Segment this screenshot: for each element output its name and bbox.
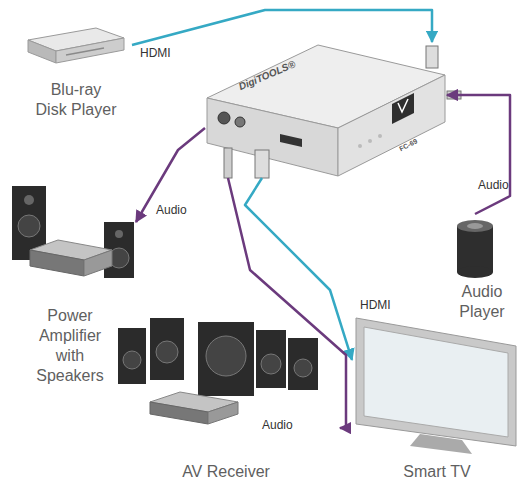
receiver-side bbox=[208, 402, 238, 424]
player-front bbox=[56, 38, 124, 63]
speaker bbox=[150, 318, 184, 380]
player-side bbox=[28, 40, 56, 63]
player-base bbox=[457, 266, 493, 278]
audio-plug bbox=[224, 148, 232, 178]
cable-label: Audio bbox=[156, 203, 187, 217]
receiver-front bbox=[150, 402, 208, 424]
device-node: Audio Player bbox=[440, 214, 524, 322]
device-node: AV Receiver bbox=[112, 312, 340, 482]
tweeter bbox=[115, 230, 123, 238]
cable-label: Audio bbox=[478, 178, 509, 192]
speaker bbox=[288, 338, 318, 390]
cable-label: Audio bbox=[262, 418, 293, 432]
logo-mark bbox=[398, 99, 408, 112]
woofer bbox=[18, 215, 40, 237]
kramer-logo bbox=[392, 93, 414, 124]
woofer bbox=[123, 351, 141, 369]
device-label: AV Receiver bbox=[126, 462, 326, 482]
device-node: Power Amplifier with Speakers bbox=[4, 180, 136, 386]
device-node: Blu-ray Disk Player bbox=[20, 24, 132, 120]
woofer bbox=[294, 359, 312, 377]
woofer bbox=[206, 336, 246, 376]
player-body bbox=[457, 226, 493, 272]
tv-frame bbox=[356, 318, 516, 446]
converter-node: DigiTOOLS® FC-69 bbox=[205, 42, 447, 178]
power-amplifier bbox=[12, 186, 134, 278]
amp-front bbox=[30, 250, 84, 276]
woofer bbox=[261, 354, 281, 374]
audio-jack bbox=[235, 117, 245, 127]
hdmi-cable bbox=[132, 10, 432, 45]
led bbox=[368, 139, 372, 143]
player-top bbox=[457, 220, 493, 232]
device-node: Smart TV bbox=[352, 312, 522, 482]
av-receiver bbox=[118, 318, 318, 424]
bluray-player bbox=[28, 28, 124, 63]
cable-label: HDMI bbox=[140, 46, 171, 60]
hdmi-cable bbox=[245, 178, 352, 360]
hdmi-plug bbox=[426, 46, 438, 68]
speaker bbox=[256, 330, 286, 388]
tv-screen bbox=[364, 327, 508, 437]
audio-cable bbox=[136, 128, 205, 222]
disc-slot bbox=[66, 48, 104, 55]
audio-cable bbox=[447, 95, 510, 214]
device-label: Blu-ray Disk Player bbox=[34, 80, 118, 120]
audio-jack bbox=[218, 112, 230, 124]
audio-cable bbox=[228, 178, 346, 428]
tweeter bbox=[24, 195, 34, 205]
converter-device bbox=[207, 45, 461, 178]
device-label: Smart TV bbox=[362, 462, 512, 482]
woofer bbox=[156, 341, 178, 363]
led bbox=[358, 144, 362, 148]
device-label: Power Amplifier with Speakers bbox=[34, 306, 106, 386]
device-brand-text: DigiTOOLS® bbox=[237, 58, 297, 92]
audio-player bbox=[457, 220, 493, 278]
led bbox=[378, 134, 382, 138]
device-brand-text: FC-69 bbox=[398, 137, 419, 152]
amp-side bbox=[84, 250, 112, 276]
hdmi-port bbox=[280, 134, 302, 147]
device-label: Audio Player bbox=[452, 282, 512, 322]
smart-tv bbox=[356, 318, 516, 454]
hdmi-plug bbox=[255, 150, 269, 178]
player-button bbox=[467, 223, 483, 229]
cable-label: HDMI bbox=[360, 298, 391, 312]
device-side bbox=[338, 75, 445, 176]
subwoofer bbox=[198, 322, 254, 396]
speaker bbox=[118, 328, 146, 384]
